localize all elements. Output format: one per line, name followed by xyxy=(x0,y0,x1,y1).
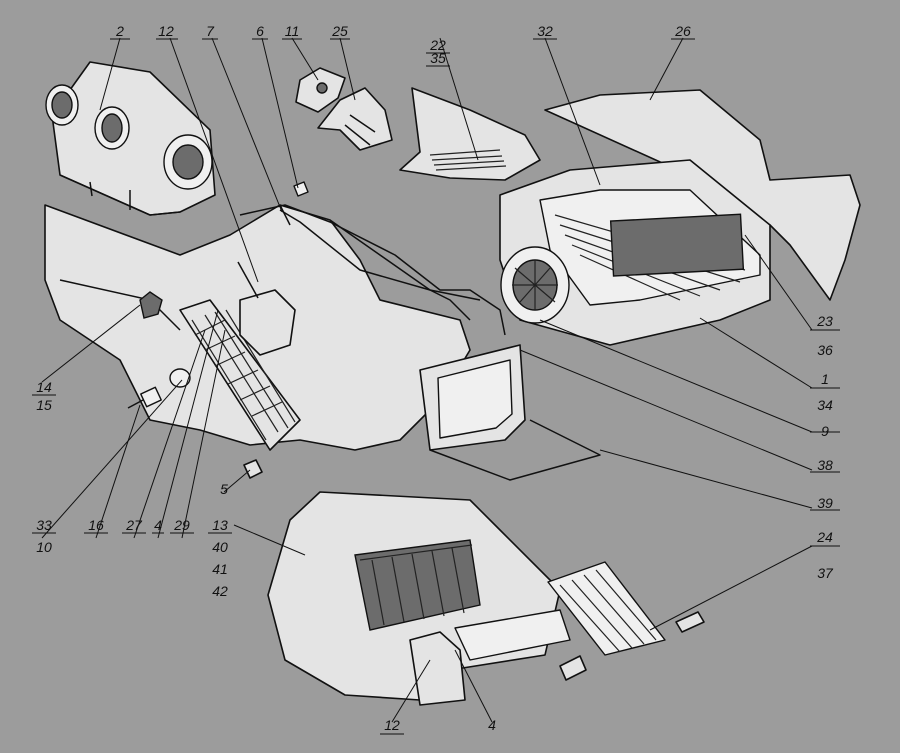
callout-41: 41 xyxy=(212,561,228,577)
callout-34: 34 xyxy=(817,397,833,413)
callout-22: 22 xyxy=(429,37,446,53)
callout-37: 37 xyxy=(817,565,834,581)
callout-26: 26 xyxy=(674,23,691,39)
callout-38: 38 xyxy=(817,457,833,473)
callout-9: 9 xyxy=(821,423,829,439)
callout-42: 42 xyxy=(212,583,228,599)
callout-12-bottom: 12 xyxy=(384,717,400,733)
callout-36: 36 xyxy=(817,342,833,358)
callout-32: 32 xyxy=(537,23,553,39)
heater-radiator-housing xyxy=(267,491,571,706)
callout-27: 27 xyxy=(125,517,143,533)
callout-10: 10 xyxy=(36,539,52,555)
callout-11: 11 xyxy=(285,23,300,39)
callout-33: 33 xyxy=(36,517,52,533)
callout-13: 13 xyxy=(212,517,228,533)
callout-23: 23 xyxy=(816,313,833,329)
air-duct-outlets xyxy=(45,61,216,216)
leader-lines xyxy=(41,37,813,723)
callout-1: 1 xyxy=(821,371,829,387)
callout-7: 7 xyxy=(206,23,215,39)
callout-39: 39 xyxy=(817,495,833,511)
callout-25: 25 xyxy=(331,23,348,39)
callout-16: 16 xyxy=(88,517,104,533)
callout-4-left: 4 xyxy=(154,517,162,533)
callout-15: 15 xyxy=(36,397,52,413)
heater-main-housing xyxy=(44,181,601,481)
callout-2: 2 xyxy=(115,23,124,39)
blower-housing xyxy=(499,89,861,346)
callout-6: 6 xyxy=(256,23,264,39)
callout-5: 5 xyxy=(220,481,228,497)
callout-14: 14 xyxy=(36,379,52,395)
callout-35: 35 xyxy=(430,50,446,66)
heating-element xyxy=(547,561,705,681)
callout-12-top: 12 xyxy=(158,23,174,39)
callout-4-bottom: 4 xyxy=(488,717,496,733)
callout-29: 29 xyxy=(173,517,190,533)
callout-numbers: 2 12 7 6 11 25 22 35 32 26 23 36 1 34 9 … xyxy=(32,23,840,735)
damper-levers xyxy=(295,67,393,151)
callout-40: 40 xyxy=(212,539,228,555)
callout-24: 24 xyxy=(816,529,833,545)
